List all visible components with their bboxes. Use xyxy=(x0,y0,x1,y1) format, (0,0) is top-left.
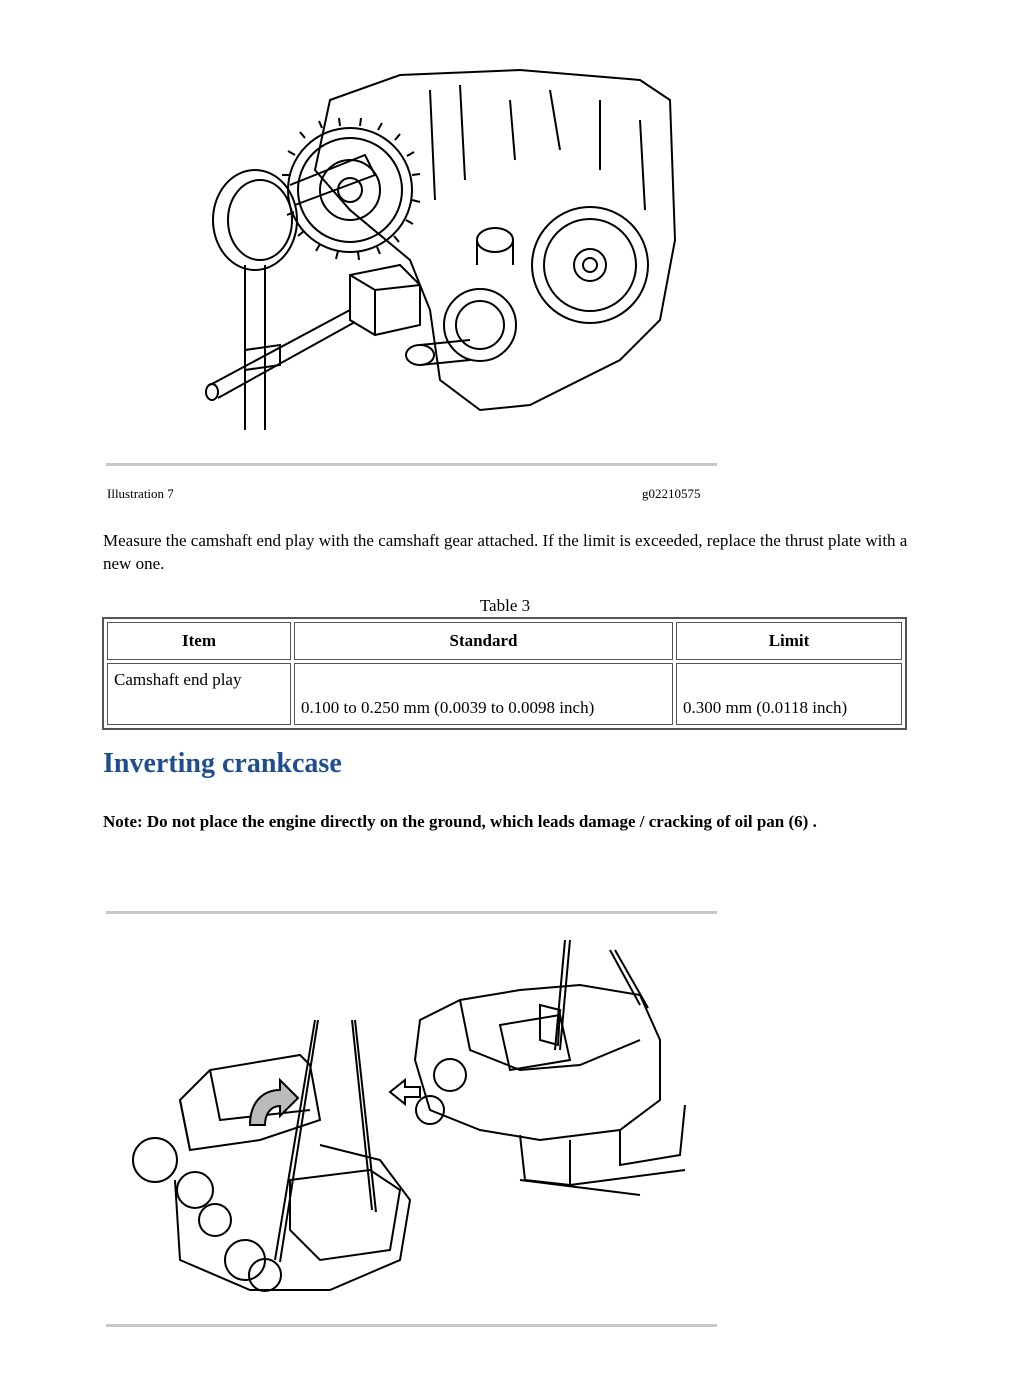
table-row: Camshaft end play 0.100 to 0.250 mm (0.0… xyxy=(107,663,902,725)
cell-standard: 0.100 to 0.250 mm (0.0039 to 0.0098 inch… xyxy=(294,663,673,725)
cell-limit: 0.300 mm (0.0118 inch) xyxy=(676,663,902,725)
divider-rule xyxy=(106,911,717,914)
header-standard: Standard xyxy=(294,622,673,660)
illustration-code: g02210575 xyxy=(642,486,701,501)
section-heading: Inverting crankcase xyxy=(103,748,342,779)
divider-rule xyxy=(106,1324,717,1327)
instruction-paragraph: Measure the camshaft end play with the c… xyxy=(103,531,908,573)
cell-item: Camshaft end play xyxy=(107,663,291,725)
illustration-camshaft-end-play xyxy=(205,68,677,430)
note-text: Note: Do not place the engine directly o… xyxy=(103,812,817,831)
header-limit: Limit xyxy=(676,622,902,660)
spec-table: Item Standard Limit Camshaft end play 0.… xyxy=(102,617,907,730)
table-caption: Table 3 xyxy=(479,596,531,615)
table-header-row: Item Standard Limit xyxy=(107,622,902,660)
illustration-inverting-crankcase xyxy=(132,939,686,1292)
illustration-label: Illustration 7 xyxy=(107,486,174,501)
header-item: Item xyxy=(107,622,291,660)
divider-rule xyxy=(106,463,717,466)
